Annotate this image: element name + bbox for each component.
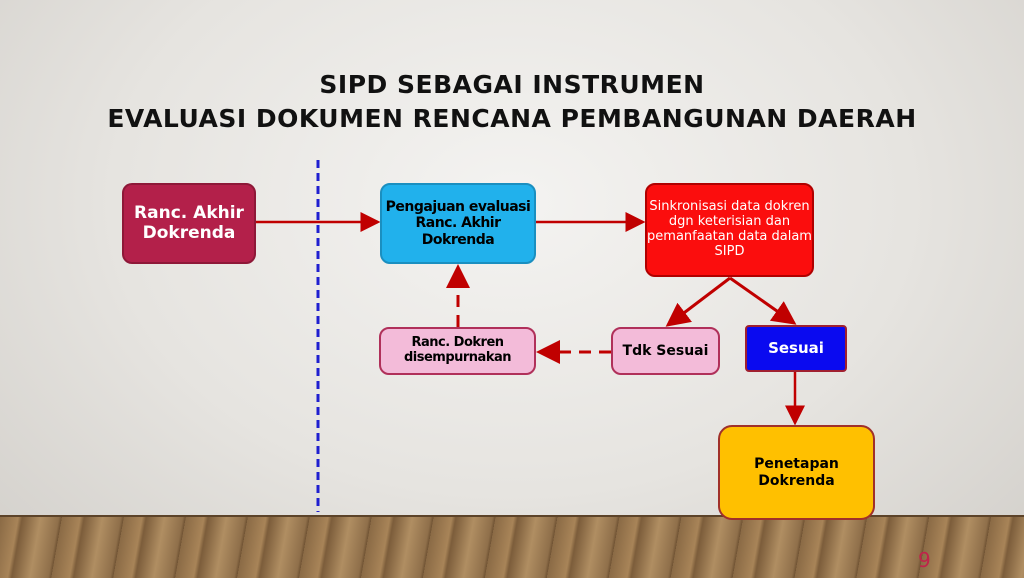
node-sesuai: Sesuai xyxy=(745,325,847,372)
arrow-sinkronisasi-to-tdk xyxy=(665,276,731,327)
node-pengajuan-evaluasi: Pengajuan evaluasi Ranc. Akhir Dokrenda xyxy=(380,183,536,264)
node-sinkronisasi-data: Sinkronisasi data dokren dgn keterisian … xyxy=(645,183,814,277)
node-ranc-akhir-dokrenda: Ranc. Akhir Dokrenda xyxy=(122,183,256,264)
page-number: 9 xyxy=(918,548,931,572)
arrow-sinkronisasi-to-sesuai xyxy=(729,276,797,325)
wood-floor-background xyxy=(0,515,1024,578)
node-tdk-sesuai: Tdk Sesuai xyxy=(611,327,720,375)
node-penetapan-dokrenda: Penetapan Dokrenda xyxy=(718,425,875,520)
slide-title-line1: SIPD SEBAGAI INSTRUMEN xyxy=(319,70,705,99)
slide-title-line2: EVALUASI DOKUMEN RENCANA PEMBANGUNAN DAE… xyxy=(107,104,917,133)
node-ranc-dokren-disempurnakan: Ranc. Dokren disempurnakan xyxy=(379,327,536,375)
